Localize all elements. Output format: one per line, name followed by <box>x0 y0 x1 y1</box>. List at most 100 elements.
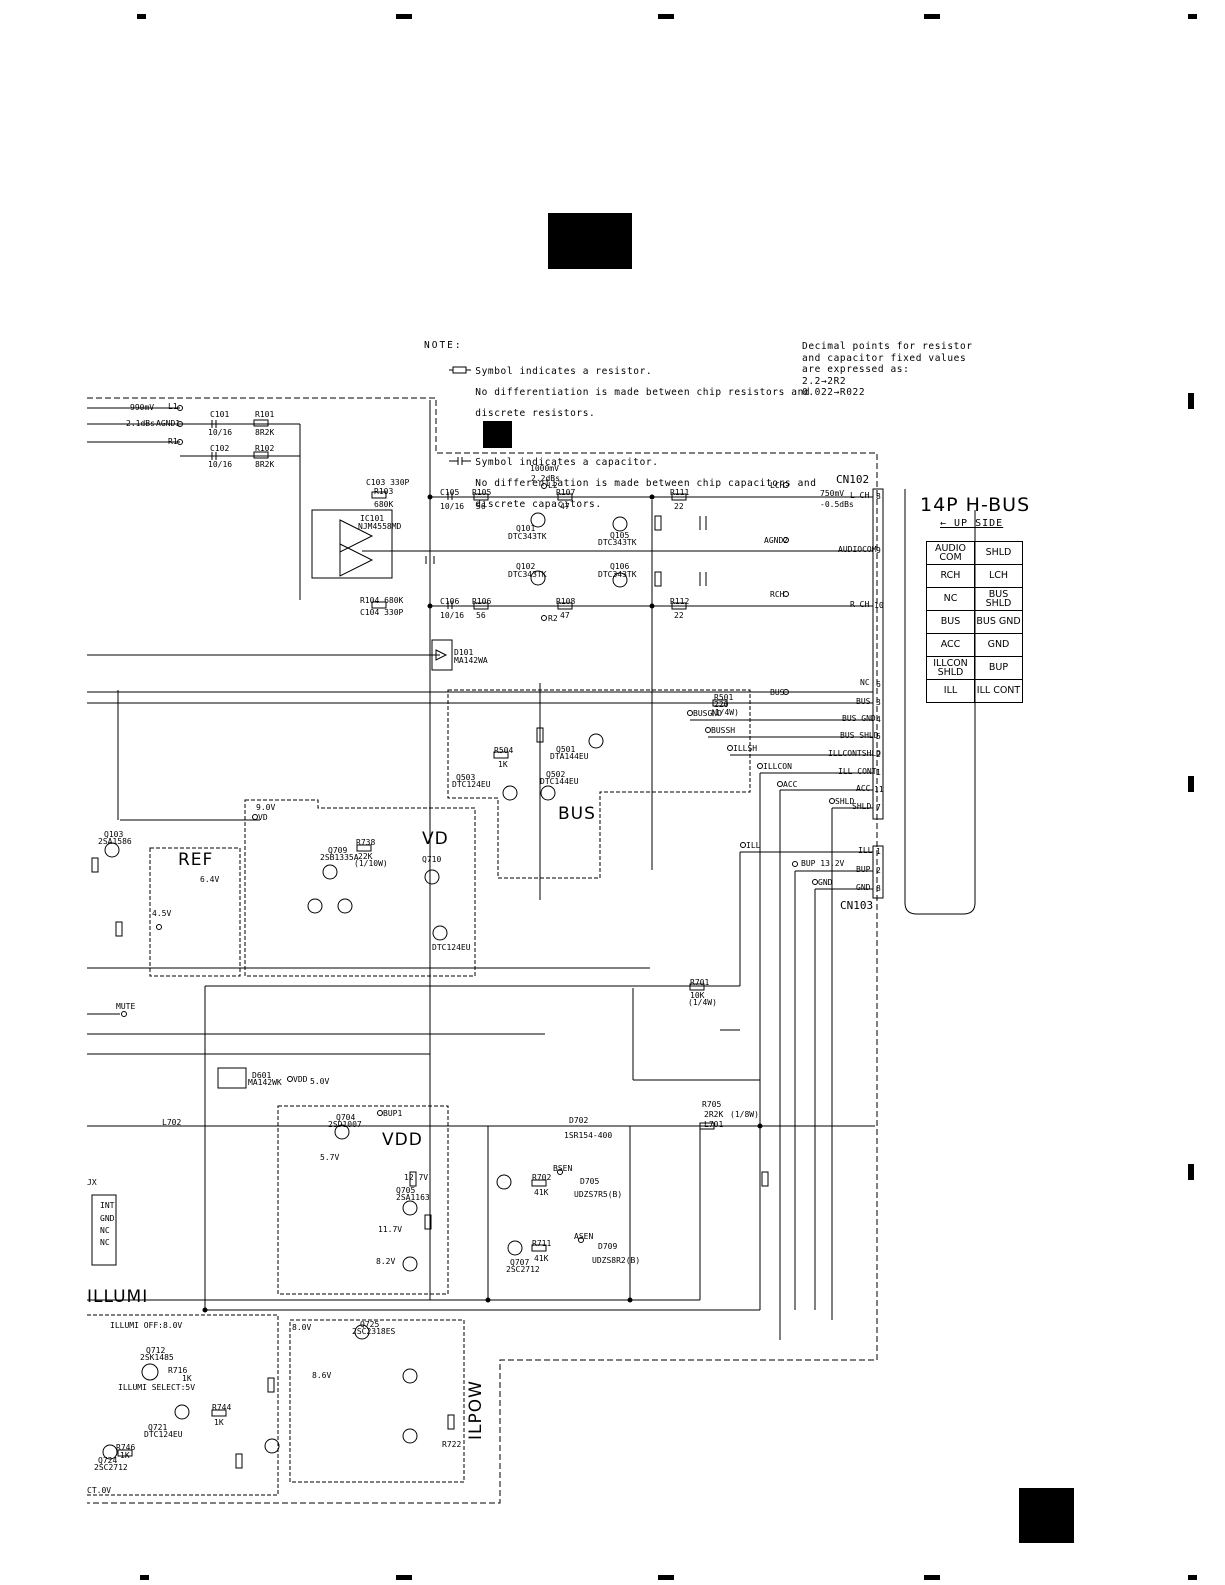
component-ref: L702 <box>162 1118 182 1127</box>
signal-level: 750mV <box>820 489 845 498</box>
pin-table-cell: ILLCON SHLD <box>926 656 975 680</box>
decimal-note-line2: and capacitor fixed values <box>802 352 967 364</box>
component-ref: GND <box>100 1214 115 1223</box>
component-value: 1K <box>120 1451 130 1460</box>
part-ref: IC101 <box>360 514 385 523</box>
part-ref: Q106 <box>610 562 630 571</box>
component-value: 8R2K <box>255 460 275 469</box>
component-ref: R103 <box>374 487 394 496</box>
part-type: 2SA1163 <box>396 1193 430 1202</box>
voltage-label: ILLUMI SELECT:5V <box>118 1383 196 1392</box>
component-ref: R111 <box>670 488 690 497</box>
node-label: BUSSH <box>711 726 736 735</box>
node-label: ASEN <box>574 1232 594 1241</box>
voltage-label: CT.0V <box>87 1486 112 1495</box>
part-ref: Q721 <box>148 1423 168 1432</box>
component-value: 41K <box>534 1254 549 1263</box>
pin-net-label: NC <box>860 678 870 687</box>
cn103-bar <box>872 845 884 899</box>
part-type: DTC124EU <box>452 780 491 789</box>
ilpow-block-label: ILPOW <box>466 1380 486 1440</box>
voltage-label: BUP 13.2V <box>801 859 845 868</box>
connector-title: 14P H-BUS <box>920 494 1031 516</box>
pin-table-cell: ILL <box>926 679 975 703</box>
part-type: 2SK1485 <box>140 1353 174 1362</box>
component-value: 22K <box>358 852 373 861</box>
section-marker-block <box>548 213 632 269</box>
component-ref: MUTE <box>116 1002 136 1011</box>
illumi-block-label: ILLUMI <box>87 1287 149 1307</box>
part-type: DTC343TK <box>598 538 637 547</box>
part-ref: D702 <box>569 1116 589 1125</box>
part-ref: Q103 <box>104 830 124 839</box>
pin-table-cell: AUDIO COM <box>926 541 975 565</box>
voltage-label: 6.4V <box>200 875 220 884</box>
part-ref: D601 <box>252 1071 272 1080</box>
component-ref: R104 680K <box>360 596 404 605</box>
part-type: DTC343TK <box>508 570 547 579</box>
node-label: BSEN <box>553 1164 573 1173</box>
pin-number: 10 <box>874 601 884 610</box>
component-ref: R702 <box>532 1173 552 1182</box>
component-ref: R746 <box>116 1443 136 1452</box>
pin-net-label: BUS GND <box>842 714 876 723</box>
component-value: 10/16 <box>208 428 233 437</box>
registration-mark <box>1188 776 1194 792</box>
part-type: 1SR154-400 <box>564 1131 613 1140</box>
registration-mark <box>658 14 674 19</box>
voltage-label: 9.0V <box>256 803 276 812</box>
component-ref: R722 <box>442 1440 462 1449</box>
decimal-note-line4: 2.2→2R2 <box>802 375 847 387</box>
decimal-note-line5: 0.022→R022 <box>802 387 866 398</box>
node-label: BUP1 <box>383 1109 403 1118</box>
component-ref: R504 <box>494 746 514 755</box>
note-resistor-line1: Symbol indicates a resistor. <box>475 366 653 377</box>
pin-number: 8 <box>876 884 881 893</box>
node-label: VD <box>258 813 268 822</box>
pin-net-label: ILL <box>858 846 873 855</box>
component-value: 8R2K <box>255 428 275 437</box>
pin-number: 7 <box>876 803 881 812</box>
component-ref: R102 <box>255 444 275 453</box>
resistor-symbol-icon <box>449 366 475 378</box>
pin-net-label: BUS SHLD <box>840 731 879 740</box>
part-type: NJM4558MD <box>358 522 402 531</box>
component-ref: R107 <box>556 488 576 497</box>
registration-mark <box>140 1575 149 1580</box>
component-ref: INT <box>100 1201 115 1210</box>
pin-table-cell: SHLD <box>974 541 1023 565</box>
node-label: VDD <box>293 1075 308 1084</box>
pin-number: 9 <box>876 546 881 555</box>
voltage-label: 8.2V <box>376 1257 396 1266</box>
node-label: L1 <box>168 402 178 411</box>
node-label: AGND1 <box>156 419 181 428</box>
voltage-label: 11.7V <box>378 1225 403 1234</box>
pin-table-cell: BUS GND <box>974 610 1023 634</box>
component-ref: R711 <box>532 1239 552 1248</box>
component-ref: C101 <box>210 410 230 419</box>
voltage-label: 8.6V <box>312 1371 332 1380</box>
component-value: 680K <box>374 500 394 509</box>
part-type: DTC343TK <box>598 570 637 579</box>
component-ref: R744 <box>212 1403 232 1412</box>
registration-mark <box>1188 1164 1194 1180</box>
registration-mark <box>658 1575 674 1580</box>
component-value: 2R2K <box>704 1110 724 1119</box>
ilpow-block-outline <box>289 1319 465 1483</box>
part-ref: Q724 <box>98 1456 118 1465</box>
component-ref: JX <box>87 1178 97 1187</box>
voltage-label: 4.5V <box>152 909 172 918</box>
note-resistor-line2: No differentiation is made between chip … <box>475 387 811 398</box>
component-ref: R101 <box>255 410 275 419</box>
signal-level: 2.2dBs <box>531 474 560 483</box>
part-type: 2SA1586 <box>98 837 132 846</box>
voltage-label: 12.7V <box>404 1173 429 1182</box>
component-value: (1/4W) <box>710 708 739 717</box>
part-type: UDZS7R5(B) <box>574 1190 623 1199</box>
